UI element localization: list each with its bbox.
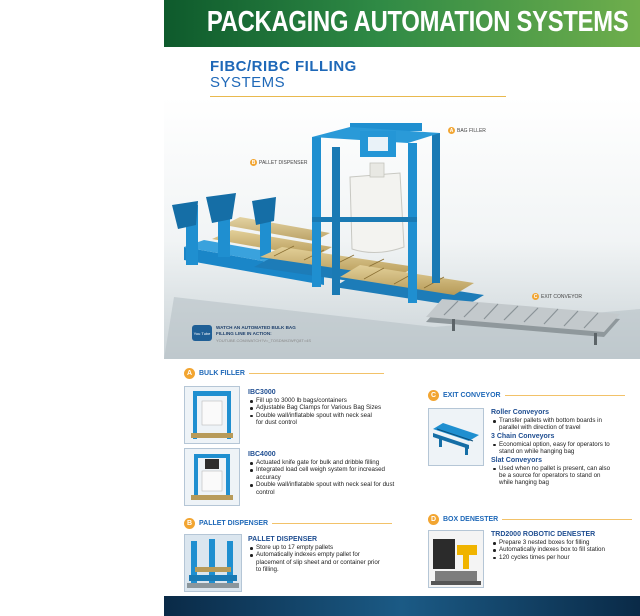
ibc3000-bullet: Adjustable Bag Clamps for Various Bag Si…: [248, 404, 398, 411]
section-pallet-dispenser: B PALLET DISPENSER: [184, 518, 393, 529]
ibc4000-block: IBC4000 Actuated knife gate for bulk and…: [248, 450, 408, 496]
roller-bullet: Transfer pallets with bottom boards in: [491, 417, 639, 424]
ibc3000-block: IBC3000 Fill up to 3000 lb bags/containe…: [248, 388, 398, 427]
page-subheading: SYSTEMS: [210, 74, 286, 91]
youtube-icon: You Tube: [192, 325, 212, 341]
heading-rule: [210, 96, 506, 97]
floor-shadow: [164, 297, 640, 359]
brochure-page: PACKAGING AUTOMATION SYSTEMS FIBC/RIBC F…: [164, 0, 640, 616]
ibc3000-bullet-cont: for dust control: [256, 419, 297, 427]
section-badge: C: [428, 390, 439, 401]
denester-title: TRD2000 ROBOTIC DENESTER: [491, 531, 596, 538]
ibc4000-photo: [184, 448, 240, 506]
dispenser-hood: [172, 201, 198, 229]
ibc3000-bullet: Double wall/inflatable spout with neck s…: [248, 412, 398, 419]
section-exit-conveyor: C EXIT CONVEYOR: [428, 390, 625, 401]
roller-bullet-cont: parallel with direction of travel: [499, 424, 581, 432]
ibc4000-bullet-cont: control: [256, 488, 275, 496]
callout-badge: B: [250, 159, 257, 166]
callout-label: EXIT CONVEYOR: [541, 293, 583, 300]
ibc4000-bullet: Integrated load cell weigh system for in…: [248, 466, 408, 473]
ibc3000-bullet: Fill up to 3000 lb bags/containers: [248, 397, 398, 404]
section-rule: [502, 519, 633, 520]
section-badge: B: [184, 518, 195, 529]
pallet-dispenser-block: PALLET DISPENSER Store up to 17 empty pa…: [248, 535, 408, 574]
section-box-denester: D BOX DENESTER: [428, 514, 633, 525]
video-link[interactable]: You Tube WATCH AN AUTOMATED BULK BAG FIL…: [192, 325, 336, 344]
ibc4000-bullet: Actuated knife gate for bulk and dribble…: [248, 459, 408, 466]
pallet-bullet-cont: placement of slip sheet and or container…: [256, 558, 380, 566]
dispenser-hood: [206, 193, 236, 223]
callout-badge: C: [532, 293, 539, 300]
filler-pallet: [340, 265, 474, 295]
section-title: PALLET DISPENSER: [199, 520, 269, 527]
denester-bullet: Prepare 3 nested boxes for filling: [491, 539, 639, 546]
roller-title: Roller Conveyors: [491, 409, 549, 416]
frame-column: [432, 133, 440, 283]
pallet-dispenser-title: PALLET DISPENSER: [248, 536, 318, 543]
footer-band: [164, 596, 640, 616]
dispenser-hood: [252, 197, 276, 225]
frame-crossbar: [312, 217, 417, 222]
conveyor-leg: [452, 319, 455, 331]
slat-bullet-cont: be a source for operators to stand on: [499, 472, 601, 480]
exit-conveyor-block: Roller Conveyors Transfer pallets with b…: [491, 408, 639, 487]
section-title: EXIT CONVEYOR: [443, 392, 501, 399]
pallet-dispenser-photo: [184, 534, 242, 592]
bulk-bag: [349, 172, 405, 253]
frame-top: [350, 123, 422, 131]
ibc4000-title: IBC4000: [248, 451, 276, 458]
pallet-bullet-cont: to filling.: [256, 566, 279, 574]
slat-bullet-cont: while hanging bag: [499, 479, 549, 487]
header-banner: PACKAGING AUTOMATION SYSTEMS: [164, 0, 640, 47]
chain-bullet-cont: stand on while hanging bag: [499, 448, 575, 456]
video-link-text: WATCH AN AUTOMATED BULK BAG FILLING LINE…: [216, 325, 336, 344]
callout-badge: A: [448, 127, 455, 134]
video-link-line2: FILLING LINE IN ACTION:: [216, 331, 272, 336]
pallet-bullet: Automatically indexes empty pallet for: [248, 551, 408, 558]
section-bulk-filler: A BULK FILLER: [184, 368, 384, 379]
video-link-line1: WATCH AN AUTOMATED BULK BAG: [216, 325, 296, 330]
callout-pallet-dispenser: B PALLET DISPENSER: [250, 159, 307, 166]
exit-conveyor-photo: [428, 408, 484, 466]
box-denester-photo: [428, 530, 484, 588]
chain-title: 3 Chain Conveyors: [491, 432, 555, 440]
frame-column: [312, 137, 321, 287]
chain-bullet: Economical option, easy for operators to: [491, 441, 639, 448]
video-url[interactable]: YOUTUBE.COM/WATCH?V=_TOSDNHZWFQ8T=4S: [216, 338, 312, 343]
banner-title: PACKAGING AUTOMATION SYSTEMS: [206, 6, 629, 38]
conveyor-leg: [594, 333, 597, 345]
ibc3000-title: IBC3000: [248, 389, 276, 396]
page-heading: FIBC/RIBC FILLING: [210, 58, 357, 75]
section-rule: [504, 395, 625, 396]
callout-exit-conveyor: C EXIT CONVEYOR: [532, 293, 582, 300]
section-title: BULK FILLER: [199, 370, 245, 377]
section-rule: [248, 373, 384, 374]
frame-column: [408, 143, 417, 303]
section-badge: A: [184, 368, 195, 379]
section-title: BOX DENESTER: [443, 516, 499, 523]
section-badge: D: [428, 514, 439, 525]
callout-label: BAG FILLER: [457, 127, 486, 134]
slat-title: Slat Conveyors: [491, 456, 542, 464]
callout-bag-filler: A BAG FILLER: [448, 127, 486, 134]
slat-bullet: Used when no pallet is present, can also: [491, 465, 639, 472]
dispenser-post: [260, 201, 271, 259]
box-denester-block: TRD2000 ROBOTIC DENESTER Prepare 3 neste…: [491, 530, 639, 561]
dispenser-pallet-2: [224, 217, 330, 241]
pallet-bullet: Store up to 17 empty pallets: [248, 544, 408, 551]
ibc3000-photo: [184, 386, 240, 444]
section-rule: [272, 523, 393, 524]
denester-bullet: Automatically indexes box to fill statio…: [491, 546, 639, 553]
callout-label: PALLET DISPENSER: [259, 159, 308, 166]
filler-head-window: [368, 137, 388, 151]
denester-bullet: 120 cycles times per hour: [491, 554, 639, 561]
bag-spout: [369, 162, 385, 178]
ibc4000-bullet: Double wall/inflatable spout with neck s…: [248, 481, 408, 488]
filling-system-illustration: [164, 97, 640, 359]
ibc4000-bullet-cont: accuracy: [256, 473, 281, 481]
